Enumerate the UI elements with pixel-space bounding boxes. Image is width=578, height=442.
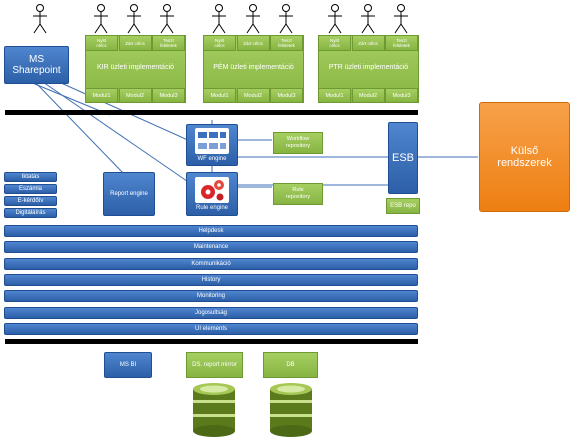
phase-cell[interactable]: Zárt célcs: [236, 35, 270, 51]
rule-repository[interactable]: Rule repository: [273, 183, 323, 205]
layer-bar[interactable]: Maintenance: [4, 241, 418, 254]
module-cell[interactable]: Modul1: [85, 88, 118, 103]
module-cell[interactable]: Modul2: [351, 88, 385, 103]
layer-bar[interactable]: Kommunikáció: [4, 257, 418, 270]
layer-bar[interactable]: Jogosultság: [4, 306, 418, 319]
database-icon-dsreport: [193, 383, 235, 437]
side-service[interactable]: Digitáláírás: [4, 208, 57, 218]
phase-cell[interactable]: Teszt felületek: [270, 35, 303, 51]
side-service[interactable]: E-kérdőív: [4, 196, 57, 206]
bottom-bus-bar: [5, 339, 418, 344]
layer-bar[interactable]: Monitoring: [4, 290, 418, 303]
side-service[interactable]: Iktatás: [4, 172, 57, 182]
module-cell[interactable]: Modul1: [318, 88, 351, 103]
module-cell[interactable]: Modul3: [152, 88, 185, 103]
phase-cell[interactable]: Teszt felületek: [152, 35, 185, 51]
database-icon-db: [270, 383, 312, 437]
actors: [33, 4, 408, 34]
rule-engine-label: Rule engine: [195, 205, 229, 211]
module-cell[interactable]: Modul3: [385, 88, 418, 103]
implementation-title: PÉM üzleti implementáció: [213, 64, 294, 71]
gears-icon: [195, 177, 229, 203]
layer-bar[interactable]: Helpdesk: [4, 225, 418, 237]
phase-cell[interactable]: Nyitt célcs: [318, 35, 351, 51]
ms-sharepoint-box[interactable]: MS Sharepoint: [4, 46, 69, 84]
phase-cell[interactable]: Teszt felületek: [385, 35, 418, 51]
phase-cell[interactable]: Zárt célcs: [118, 35, 152, 51]
side-service[interactable]: Eszámla: [4, 184, 57, 194]
layer-bar[interactable]: History: [4, 273, 418, 286]
phase-cell[interactable]: Nyitt célcs: [203, 35, 236, 51]
db-box[interactable]: DB: [263, 352, 318, 378]
implementation-title: KIR üzleti implementáció: [96, 64, 175, 71]
esb-repo[interactable]: ESB repo: [386, 198, 420, 214]
ms-bi-box[interactable]: MS BI: [104, 352, 152, 378]
rule-engine-box[interactable]: Rule engine: [186, 172, 238, 216]
report-engine-box[interactable]: Report engine: [103, 172, 155, 216]
workflow-icon: [195, 128, 229, 154]
ds-report-mirror-box[interactable]: DS. report mirror: [186, 352, 243, 378]
layer-bar[interactable]: UI elements: [4, 322, 418, 335]
esb-box[interactable]: ESB: [388, 122, 418, 194]
module-cell[interactable]: Modul2: [118, 88, 152, 103]
wf-engine-label: WF engine: [197, 156, 227, 162]
workflow-repository[interactable]: Workflow repository: [273, 132, 323, 154]
module-cell[interactable]: Modul3: [270, 88, 303, 103]
module-cell[interactable]: Modul1: [203, 88, 236, 103]
kulso-rendszerek-box[interactable]: Külső rendszerek: [479, 102, 570, 212]
implementation-title: PTR üzleti implementáció: [328, 64, 409, 71]
module-cell[interactable]: Modul2: [236, 88, 270, 103]
phase-cell[interactable]: Nyitt célcs: [85, 35, 118, 51]
phase-cell[interactable]: Zárt célcs: [351, 35, 385, 51]
wf-engine-box[interactable]: WF engine: [186, 124, 238, 166]
top-bus-bar: [5, 110, 418, 115]
